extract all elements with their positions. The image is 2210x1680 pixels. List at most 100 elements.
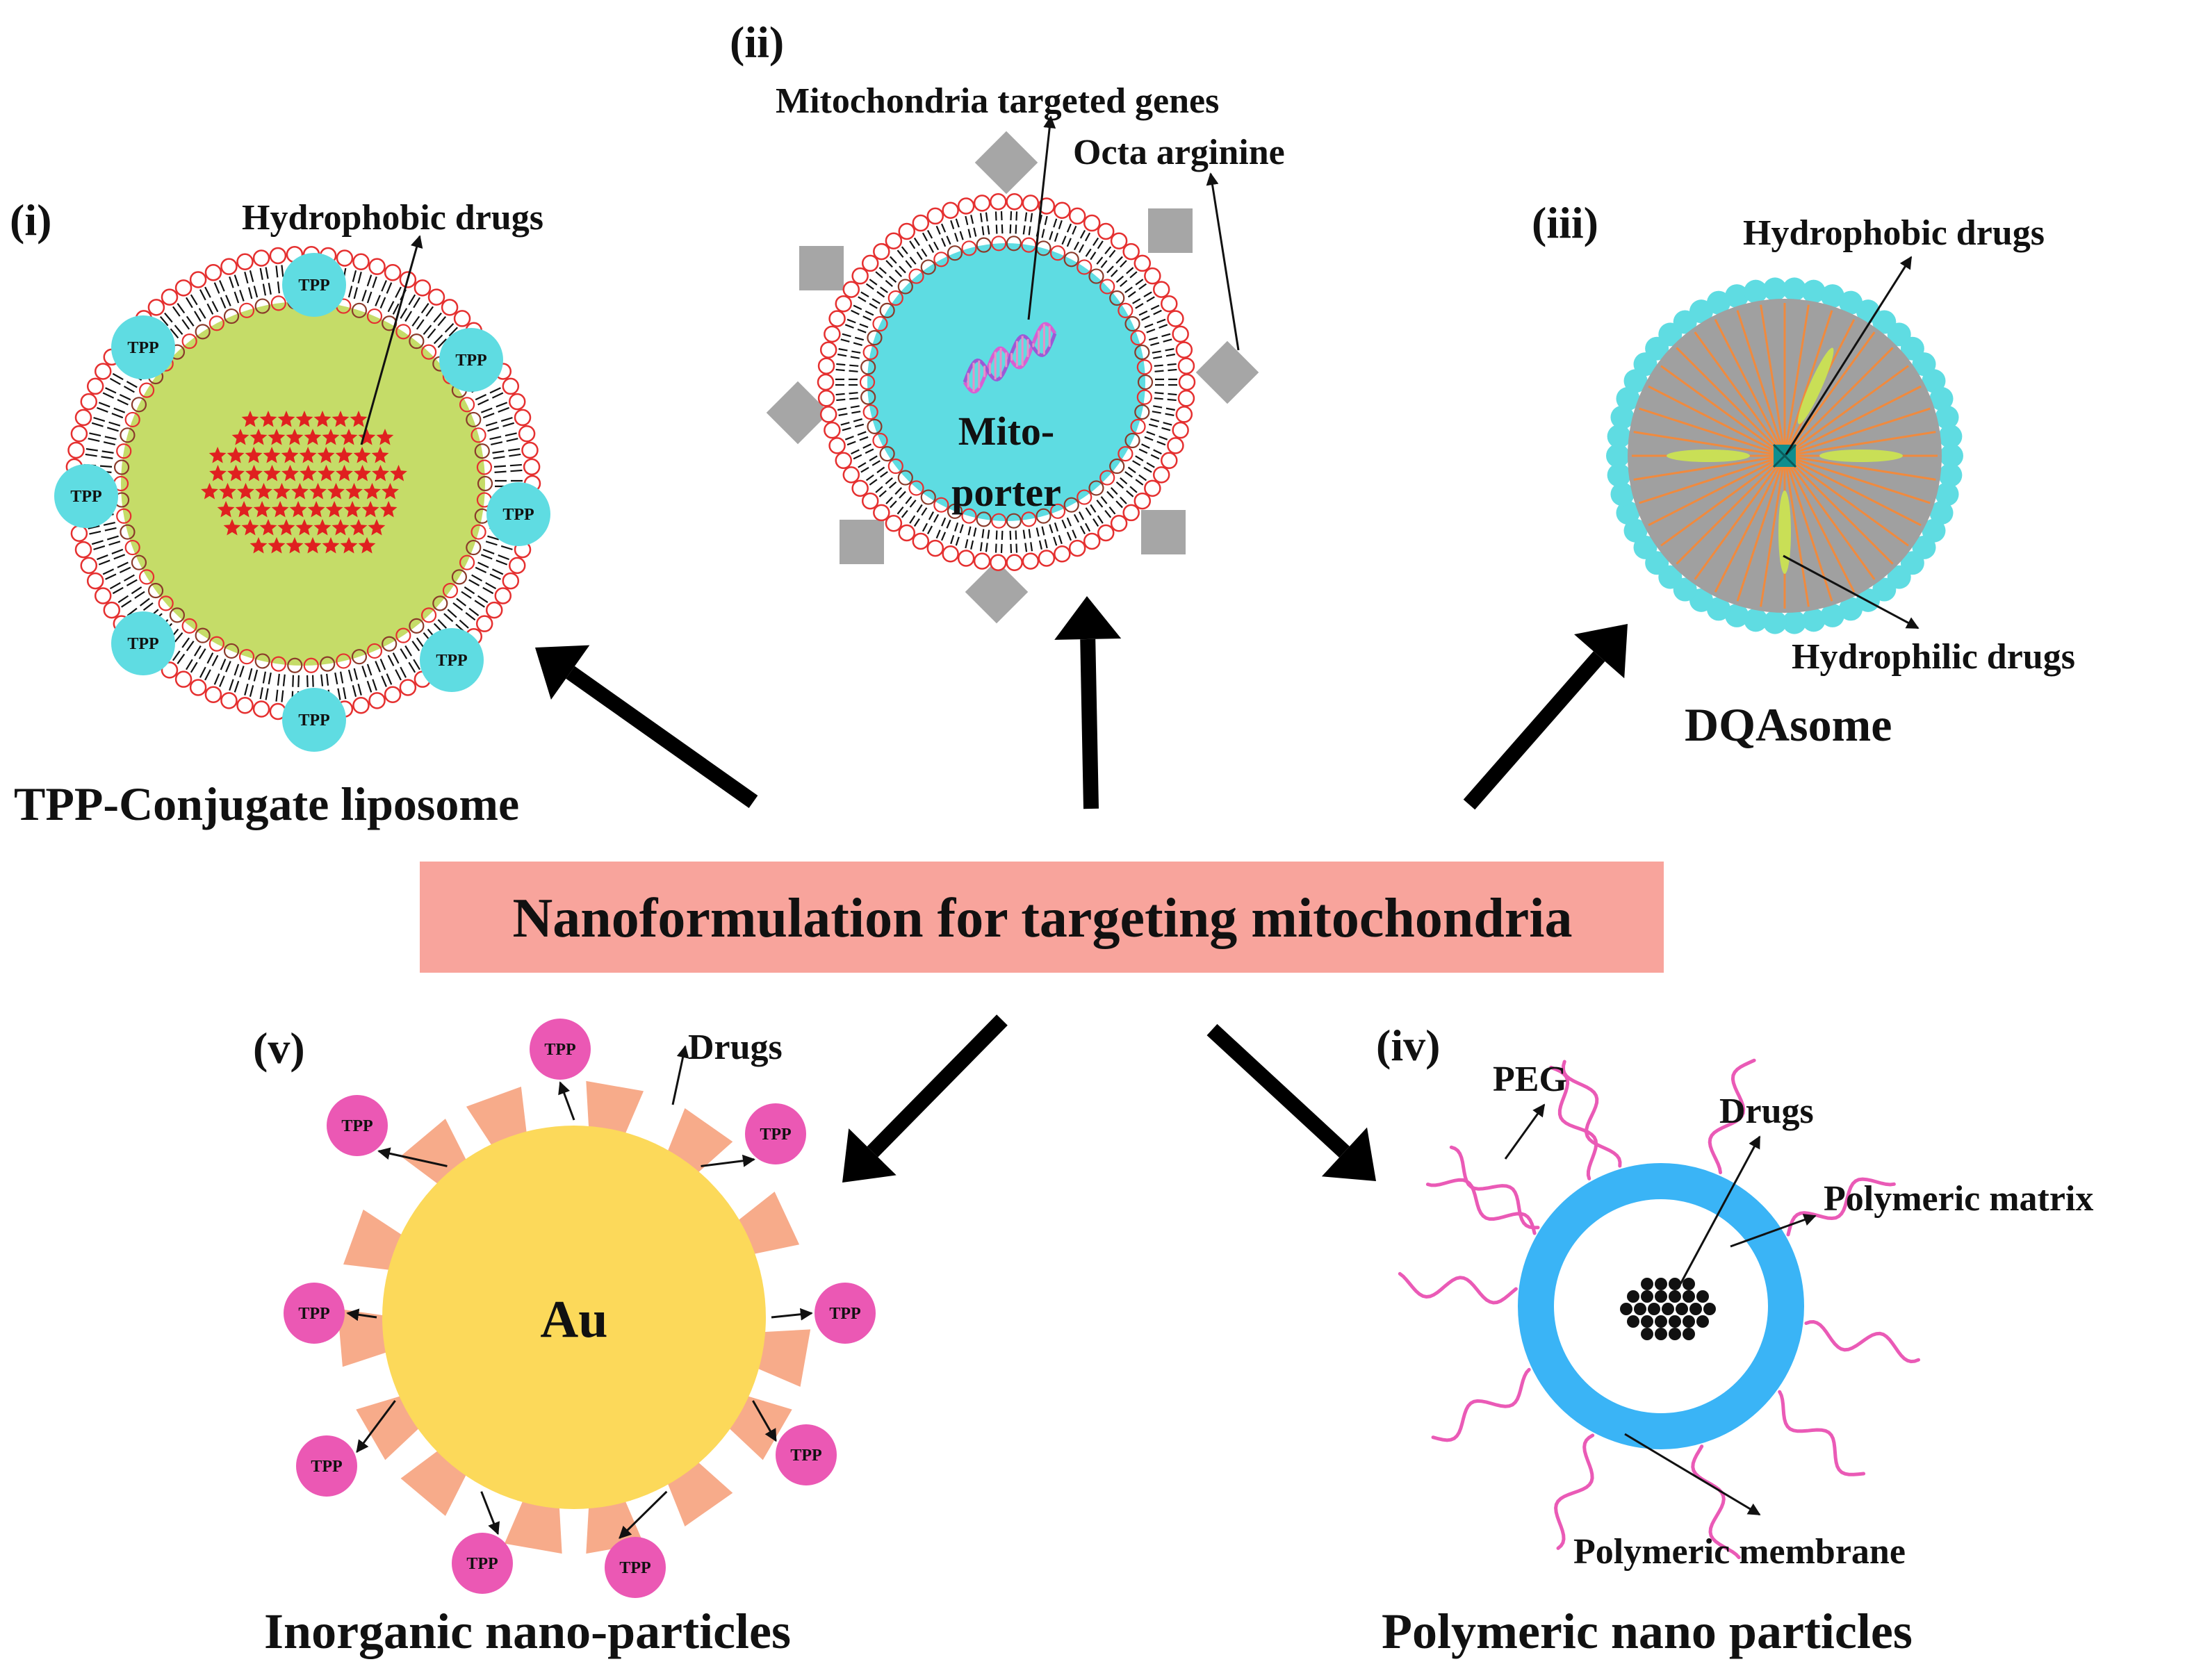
star-icon [289,501,307,518]
lipid-head-inner [862,344,878,361]
hydrophobic-tail [1795,431,1936,455]
lipid-tail [186,315,195,327]
lipid-head-inner [1109,458,1125,475]
tpp-bead [282,253,346,317]
lipid-tail [1150,418,1160,422]
lipid-head-inner [116,508,132,524]
dqa-hydrophobic-pointer [1785,256,1913,455]
lipid-tail [859,323,869,329]
lipid-head-outer [70,525,88,543]
lipid-tail [880,286,888,293]
poly-drugs-pointer [1679,1135,1761,1285]
headgroup-bead [1744,608,1768,632]
lipid-head-outer [942,201,959,219]
lipid-head-inner [147,582,164,599]
lipid-head-inner [908,268,924,284]
lipid-head-outer [912,214,930,232]
hydrophobic-tail [1794,407,1931,454]
lipid-tail [468,579,480,586]
lipid-tail [1135,303,1144,309]
lipid-head-outer [94,363,112,380]
membrane-pointer [1624,1433,1761,1516]
lipid-tail [1009,530,1012,541]
lipid-tail [427,328,436,339]
lipid-tail [123,386,135,393]
lipid-tail [909,240,916,249]
lipid-head-outer [1054,201,1071,219]
lipid-tail [339,671,344,684]
drug-wedge [400,1119,468,1185]
star-icon [263,447,281,463]
lipid-tail [899,265,906,274]
lipid-tail [259,267,263,280]
lipid-tail [206,652,214,664]
lipid-tail [946,236,951,245]
peg-chain [1554,1433,1595,1550]
lipid-head-outer [236,253,254,270]
lipid-tail [1138,310,1148,316]
lipid-tail [474,600,485,608]
lipid-tail [853,418,862,422]
lipid-head-outer [873,504,890,522]
lipid-tail [234,664,240,676]
lipid-tail [489,436,502,440]
lipid-tail [352,270,357,282]
lipid-head-outer [1167,437,1184,454]
lipid-tail [211,654,219,666]
lipid-tail [875,271,883,279]
lipid-tail [1154,364,1163,367]
lipid-tail [234,274,240,287]
lipid-head-inner [158,595,174,611]
headgroup-bead [1820,284,1844,308]
lipid-head-outer [912,532,930,550]
lipid-head-outer [1110,515,1128,532]
lipid-head-inner [961,508,977,524]
lipid-tail [928,244,935,253]
lipid-tail [485,582,497,590]
lipid-tail [400,308,408,319]
panel-label-v: (v) [253,1023,305,1073]
headgroup-bead [1782,277,1806,302]
lipid-tail [1120,496,1127,504]
lipid-tail [1161,333,1171,338]
tpp-pointer [619,1490,668,1539]
tpp-bead [776,1424,837,1485]
lipid-tail [865,448,874,454]
drug-dot [1689,1303,1702,1315]
lipid-tail [865,474,874,481]
lipid-tail [259,687,263,700]
tpp-ligand: TPP [282,253,346,317]
lipid-head-inner [138,382,155,398]
lipid-head-outer [502,572,520,590]
headgroup-bead [1938,425,1963,449]
dqasome-core [1628,299,1942,613]
star-icon [309,483,327,500]
big-arrow-shaft [1463,651,1605,810]
lipid-head-inner [887,290,903,306]
lipid-tail [869,303,878,309]
lipid-tail [104,527,117,532]
lipid-tail [239,290,245,302]
lipid-head-inner [920,259,936,275]
lipid-tail [461,591,472,599]
lipid-tail [102,392,115,399]
lipid-tail [1108,249,1116,258]
lipid-head-outer [161,288,179,306]
star-icon [286,537,304,554]
octa-arginine-square [799,246,844,290]
octa-arginine-square [766,381,830,445]
star-icon [223,519,241,536]
lipid-tail [395,286,402,298]
lipid-head-inner [270,656,286,672]
lipid-tail [108,541,121,546]
lipid-tail [935,225,941,235]
polymeric-matrix-label: Polymeric matrix [1824,1179,2093,1219]
lipid-tail [1115,275,1124,283]
lipid-tail [194,311,202,322]
lipid-tail [1159,436,1168,440]
hydrophobic-tail [1794,385,1922,452]
poly-drugs-label: Drugs [1719,1092,1814,1131]
lipid-tail [1054,233,1058,242]
hydrophobic-tail [1714,319,1781,447]
lipid-head-outer [824,325,841,343]
